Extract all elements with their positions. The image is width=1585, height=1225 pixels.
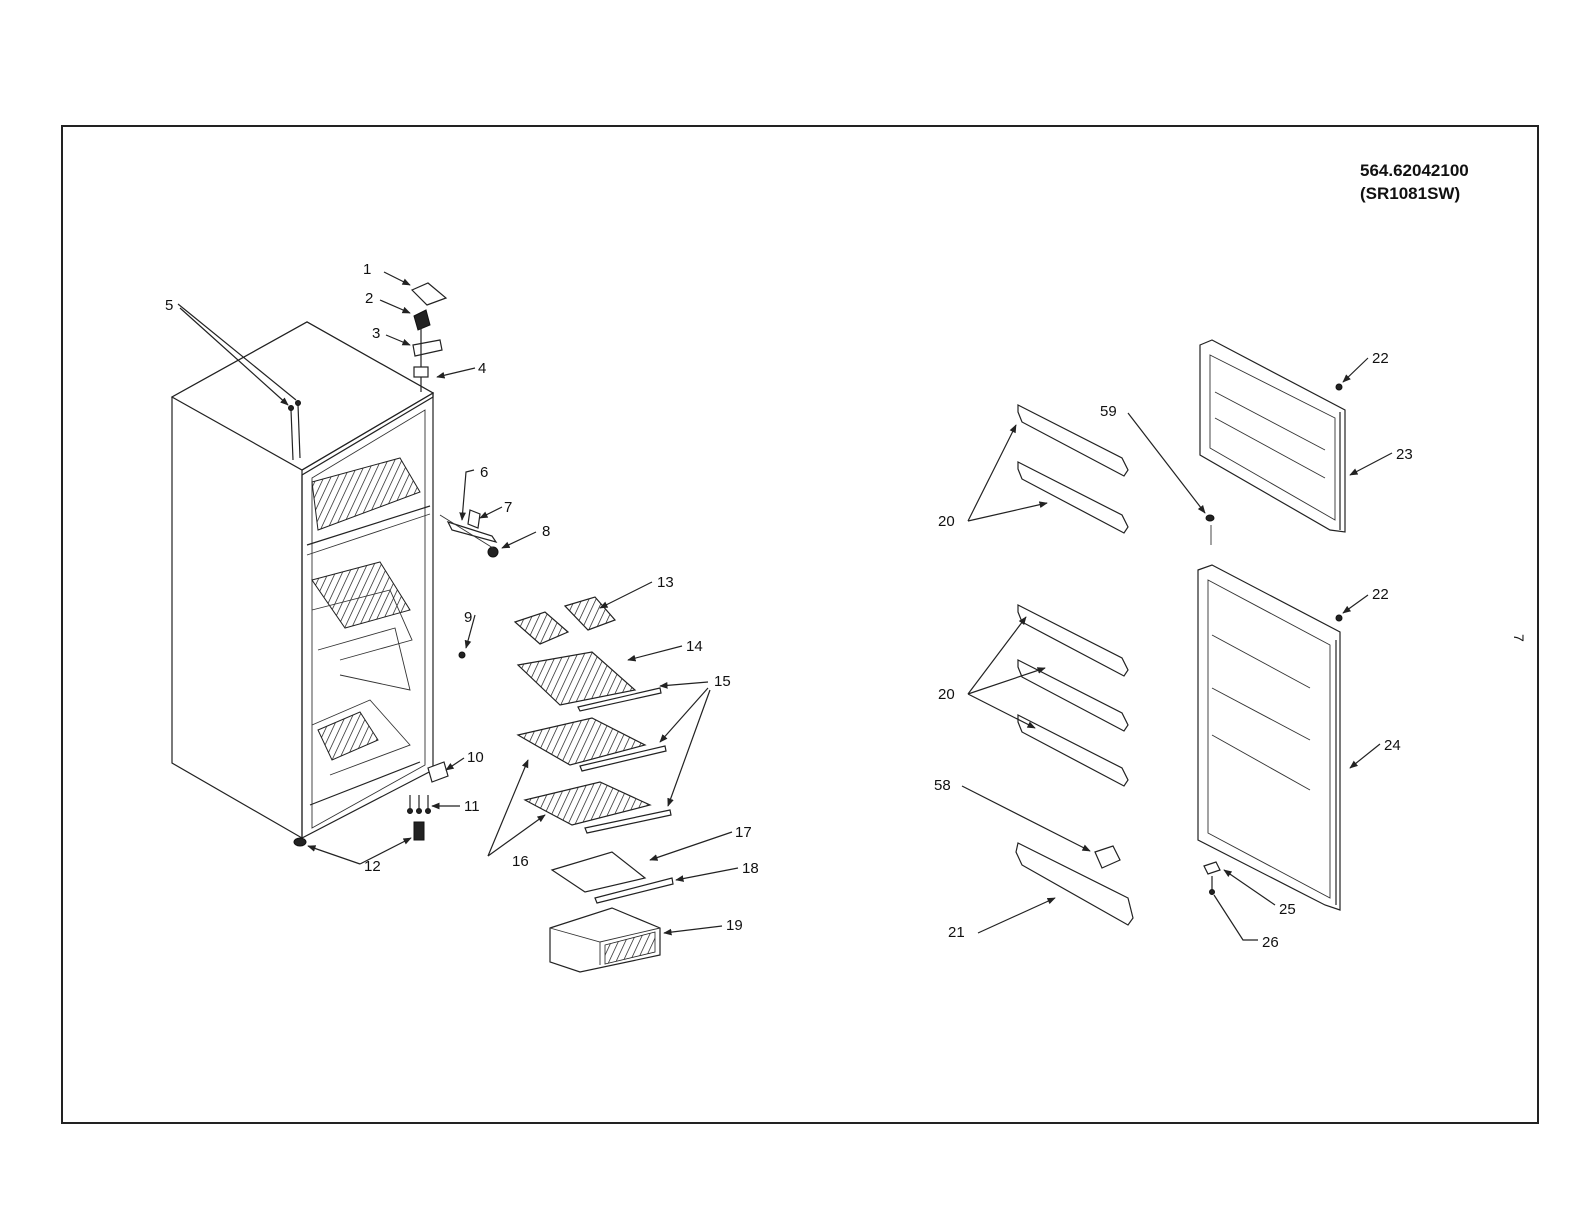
callout-3: 3 bbox=[372, 325, 380, 342]
callout-22-lower: 22 bbox=[1372, 586, 1389, 603]
callout-25: 25 bbox=[1279, 901, 1296, 918]
freezer-shelf bbox=[518, 652, 635, 705]
callout-6: 6 bbox=[480, 464, 488, 481]
bottom-hinge-assembly bbox=[408, 762, 449, 840]
callout-5: 5 bbox=[165, 297, 173, 314]
callout-21: 21 bbox=[948, 924, 965, 941]
callout-23: 23 bbox=[1396, 446, 1413, 463]
callout-10: 10 bbox=[467, 749, 484, 766]
bottle-retainer-58 bbox=[1095, 846, 1120, 868]
callout-13: 13 bbox=[657, 574, 674, 591]
door-shelves-freezer bbox=[1018, 405, 1128, 533]
ice-trays bbox=[515, 597, 615, 644]
fresh-food-door bbox=[1198, 565, 1340, 910]
callout-17: 17 bbox=[735, 824, 752, 841]
screw-9 bbox=[459, 652, 465, 658]
page-number: 7 bbox=[1511, 634, 1527, 642]
callout-11: 11 bbox=[464, 798, 480, 815]
callout-26: 26 bbox=[1262, 934, 1279, 951]
callout-7: 7 bbox=[504, 499, 512, 516]
callout-15: 15 bbox=[714, 673, 731, 690]
model-number: 564.62042100 bbox=[1360, 161, 1469, 180]
crisper-cover bbox=[552, 852, 645, 892]
center-hinge-assembly bbox=[440, 510, 498, 557]
callout-2: 2 bbox=[365, 290, 373, 307]
callout-59: 59 bbox=[1100, 403, 1117, 420]
callout-20-lower: 20 bbox=[938, 686, 955, 703]
crisper-drawer bbox=[550, 908, 660, 972]
callout-20-upper: 20 bbox=[938, 513, 955, 530]
callout-24: 24 bbox=[1384, 737, 1401, 754]
callout-19: 19 bbox=[726, 917, 743, 934]
callout-22-upper: 22 bbox=[1372, 350, 1389, 367]
callout-14: 14 bbox=[686, 638, 703, 655]
callout-8: 8 bbox=[542, 523, 550, 540]
callout-1: 1 bbox=[363, 261, 371, 278]
callout-4: 4 bbox=[478, 360, 486, 377]
refrigerator-cabinet bbox=[172, 322, 433, 846]
door-shelves-fresh bbox=[1018, 605, 1128, 786]
callout-9: 9 bbox=[464, 609, 472, 626]
callout-16: 16 bbox=[512, 853, 529, 870]
model-code: (SR1081SW) bbox=[1360, 184, 1460, 203]
freezer-door bbox=[1200, 340, 1345, 532]
plug-59 bbox=[1206, 515, 1214, 521]
callout-58: 58 bbox=[934, 777, 951, 794]
callout-12: 12 bbox=[364, 858, 381, 875]
callout-18: 18 bbox=[742, 860, 759, 877]
